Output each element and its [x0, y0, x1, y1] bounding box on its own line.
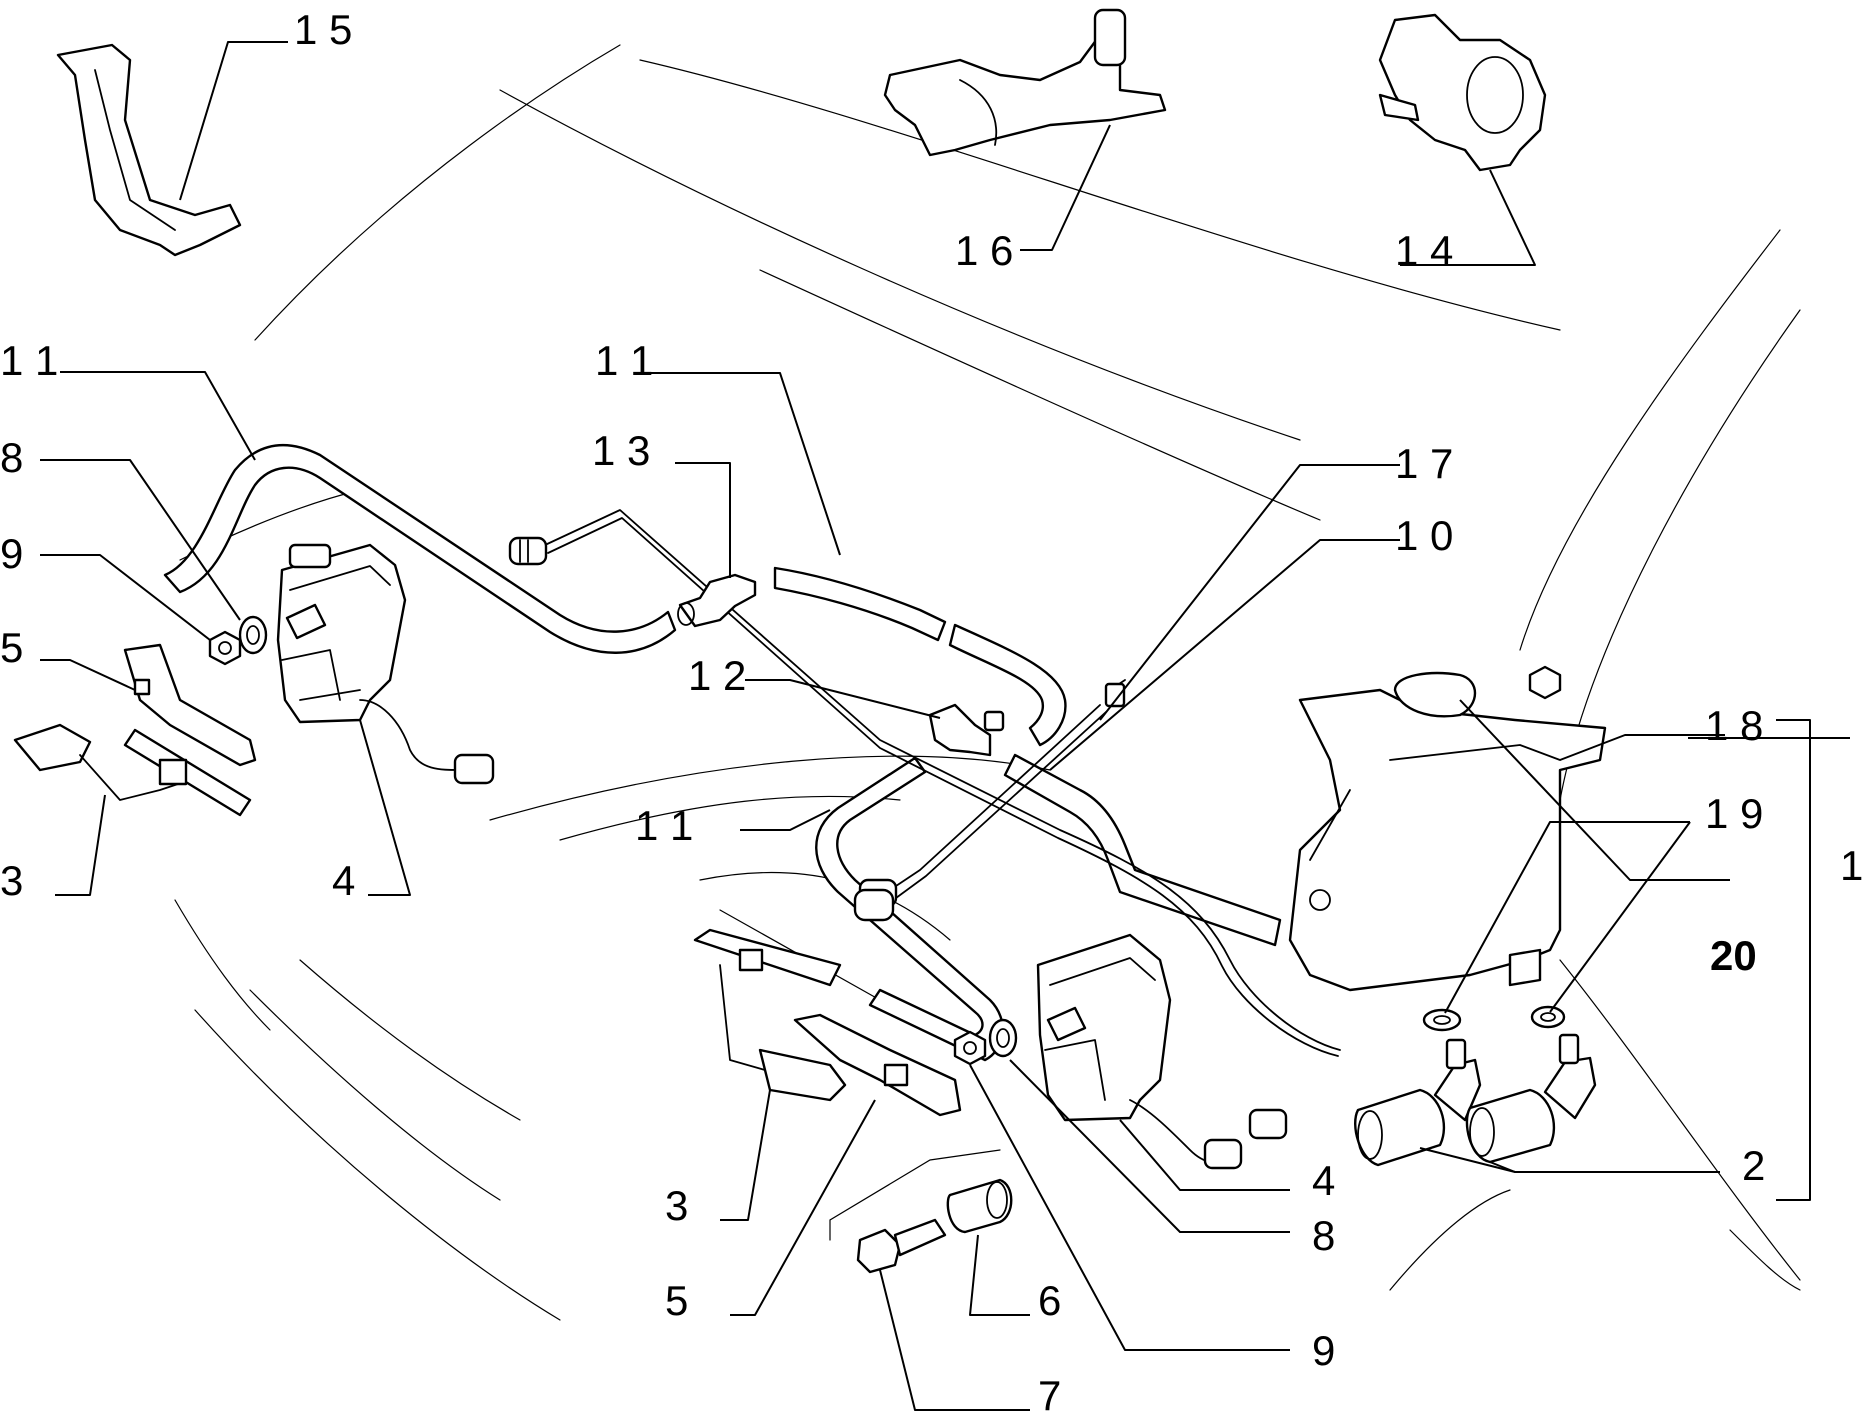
pump-left [1354, 1038, 1482, 1167]
wire-harness [544, 509, 1341, 1057]
callout-3-left: 3 [0, 857, 23, 904]
motor-unit-right [1036, 933, 1288, 1170]
callout-10: 1 0 [1395, 512, 1453, 559]
pump-right [1465, 1033, 1597, 1164]
clip-14 [1378, 13, 1547, 172]
wiper-arm-right [693, 928, 847, 1102]
callout-20: 20 [1710, 932, 1757, 979]
callout-11-bottom: 1 1 [635, 802, 693, 849]
callout-6: 6 [1038, 1277, 1061, 1324]
callout-11-left: 1 1 [0, 337, 58, 384]
callout-8-left: 8 [0, 434, 23, 481]
cap-18 [1528, 665, 1562, 700]
check-valve [677, 573, 757, 628]
callout-11-top: 1 1 [595, 337, 653, 384]
callout-13: 1 3 [592, 427, 650, 474]
callout-1: 1 [1840, 842, 1862, 889]
callout-4-left: 4 [332, 857, 355, 904]
callout-7: 7 [1038, 1372, 1061, 1416]
hose-left [163, 444, 677, 654]
nut-left [208, 630, 242, 666]
callout-19: 1 9 [1705, 790, 1763, 837]
callout-9-left: 9 [0, 530, 23, 577]
callout-2: 2 [1742, 1142, 1765, 1189]
leader-lines [40, 41, 1850, 1411]
bushing [946, 1178, 1013, 1234]
gasket-left [1422, 1008, 1462, 1032]
hose-lower-left [815, 756, 1004, 1062]
callout-9-right: 9 [1312, 1327, 1335, 1374]
washer-reservoir [1288, 671, 1607, 992]
assembly-bracket [1776, 719, 1811, 1201]
callout-5-left: 5 [0, 624, 23, 671]
wiper-arm-left [13, 723, 252, 817]
bolt [856, 1218, 947, 1274]
t-connector [928, 703, 1005, 757]
motor-unit-left [276, 543, 495, 785]
callout-18: 1 8 [1705, 702, 1763, 749]
callout-8-right: 8 [1312, 1212, 1335, 1259]
callout-14: 1 4 [1395, 227, 1453, 274]
hose-upper-right [773, 566, 1067, 747]
washer-left [238, 615, 268, 655]
clip-17 [1104, 682, 1126, 708]
callout-4-right: 4 [1312, 1157, 1335, 1204]
washer-right [988, 1018, 1018, 1058]
hose-end-fitting [853, 888, 895, 922]
hose-lower-right [1003, 753, 1282, 947]
callout-15: 1 5 [294, 6, 352, 53]
bracket-right [793, 1013, 962, 1117]
clip-15 [56, 43, 242, 257]
wire-connector-left [508, 536, 548, 566]
callout-17: 1 7 [1395, 440, 1453, 487]
callout-5-right: 5 [665, 1277, 688, 1324]
nut-right [953, 1030, 987, 1066]
callouts: 1 5 1 6 1 4 1 1 1 1 1 3 1 7 1 0 1 2 1 1 … [0, 6, 1862, 1416]
callout-12: 1 2 [688, 652, 746, 699]
callout-3-right: 3 [665, 1182, 688, 1229]
bracket-left [123, 643, 257, 767]
gasket-right [1530, 1005, 1566, 1029]
clip-16 [883, 8, 1167, 157]
callout-16: 1 6 [955, 227, 1013, 274]
